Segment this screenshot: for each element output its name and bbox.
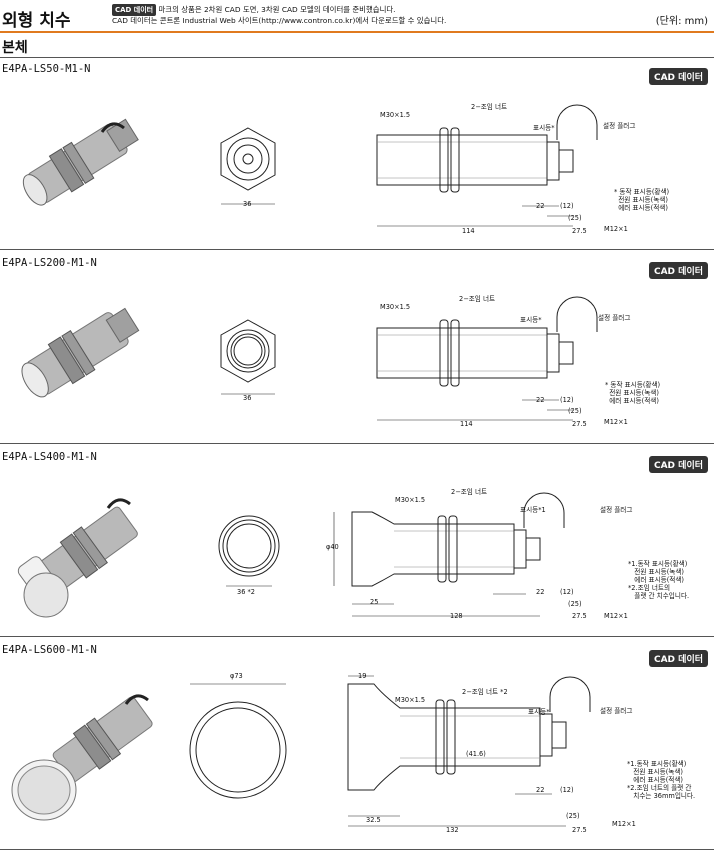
indicator-label: 표시등*: [520, 316, 542, 324]
plug-label: 설정 플러그: [600, 707, 633, 715]
cad-data-button[interactable]: CAD 데이터: [648, 68, 708, 85]
dim-thread: M30×1.5: [380, 111, 411, 119]
dim-dia: φ73: [230, 672, 243, 680]
notes: * 동작 표시등(황색) 전원 표시등(녹색) 에러 표시등(적색): [605, 381, 661, 405]
notes: * 동작 표시등(황색) 전원 표시등(녹색) 에러 표시등(적색): [614, 188, 670, 212]
dim-32-5: 32.5: [366, 816, 381, 824]
plug-label: 설정 플러그: [598, 314, 631, 322]
dim-m12: M12×1: [612, 820, 636, 828]
cad-notice: CAD 데이터 마크의 상품은 2차원 CAD 도면, 3차원 CAD 모델의 …: [112, 4, 446, 26]
model-name: E4PA-LS200-M1-N: [2, 257, 97, 269]
dim-hex: 36: [243, 200, 252, 208]
dim-dia: φ40: [326, 543, 339, 551]
model-name: E4PA-LS600-M1-N: [2, 644, 97, 656]
section-rule: [0, 57, 714, 58]
product-photo: [11, 694, 153, 821]
dim-hex: 36: [243, 394, 252, 402]
side-view-drawing: [376, 104, 598, 227]
dim-thread: M30×1.5: [380, 303, 411, 311]
product-divider: [0, 636, 714, 637]
side-view-drawing: [333, 492, 565, 617]
dim-27-5: 27.5: [572, 826, 587, 834]
cad-tag: CAD 데이터: [112, 4, 157, 16]
bottom-rule: [0, 849, 714, 850]
notice-line-2: CAD 데이터는 콘트론 Industrial Web 사이트(http://w…: [112, 16, 447, 25]
dim-m12: M12×1: [604, 225, 628, 233]
section-title: 본체: [2, 40, 28, 56]
dim-12: (12): [560, 202, 574, 210]
page-title: 외형 치수: [2, 11, 71, 31]
model-name: E4PA-LS50-M1-N: [2, 63, 91, 75]
product-divider: [0, 443, 714, 444]
dim-m12: M12×1: [604, 418, 628, 426]
dim-25: (25): [568, 407, 582, 415]
model-name: E4PA-LS400-M1-N: [2, 451, 97, 463]
notice-line-1: 마크의 상품은 2차원 CAD 도면, 3차원 CAD 모델의 데이터를 준비했…: [158, 5, 396, 14]
dim-hex: 36 *2: [237, 588, 255, 596]
dim-27-5: 27.5: [572, 420, 587, 428]
unit-label: (단위: mm): [655, 16, 708, 27]
product-photo: [17, 498, 138, 618]
end-view-drawing: [220, 319, 276, 395]
side-view-drawing: [347, 675, 591, 827]
cad-data-button[interactable]: CAD 데이터: [648, 456, 708, 473]
indicator-label: 표시등*1: [520, 506, 546, 514]
plug-label: 설정 플러그: [600, 506, 633, 514]
indicator-label: 표시등*: [533, 124, 555, 132]
end-view-drawing: [218, 515, 280, 587]
dim-thread: M30×1.5: [395, 696, 426, 704]
dim-27-5: 27.5: [572, 612, 587, 620]
notes: *1.동작 표시등(황색) 전원 표시등(녹색) 에러 표시등(적색) *2.조…: [627, 760, 696, 800]
cad-data-button[interactable]: CAD 데이터: [648, 650, 708, 667]
dim-total: 114: [460, 420, 473, 428]
dim-41-6: (41.6): [466, 750, 486, 758]
product-divider: [0, 249, 714, 250]
dim-22: 22: [536, 202, 545, 210]
side-view-drawing: [376, 296, 598, 421]
end-view-drawing: [189, 683, 287, 799]
dim-25: (25): [568, 600, 582, 608]
dim-12: (12): [560, 786, 574, 794]
indicator-label: 표시등*: [528, 708, 550, 716]
dim-total: 128: [450, 612, 463, 620]
dim-12: (12): [560, 396, 574, 404]
dim-25: (25): [568, 214, 582, 222]
dim-25a: 25: [370, 598, 379, 606]
dim-total: 132: [446, 826, 459, 834]
dim-22: 22: [536, 588, 545, 596]
dim-25: (25): [566, 812, 580, 820]
page-header: 외형 치수 CAD 데이터 마크의 상품은 2차원 CAD 도면, 3차원 CA…: [0, 0, 714, 32]
dim-nut: 2−조임 너트 *2: [462, 688, 508, 696]
dim-22: 22: [536, 786, 545, 794]
dim-thread: M30×1.5: [395, 496, 426, 504]
notes: *1.동작 표시등(황색) 전원 표시등(녹색) 에러 표시등(적색) *2.조…: [628, 560, 690, 600]
dim-nut: 2−조임 너트: [459, 295, 496, 303]
plug-label: 설정 플러그: [603, 122, 636, 130]
dim-nut: 2−조임 너트: [471, 103, 508, 111]
product-photo: [22, 118, 139, 206]
product-photo: [21, 307, 140, 398]
dim-12: (12): [560, 588, 574, 596]
header-rule: [0, 31, 714, 33]
dim-m12: M12×1: [604, 612, 628, 620]
dim-nut: 2−조임 너트: [451, 488, 488, 496]
end-view-drawing: [220, 127, 276, 205]
dim-27-5: 27.5: [572, 227, 587, 235]
dim-19: 19: [358, 672, 367, 680]
cad-data-button[interactable]: CAD 데이터: [648, 262, 708, 279]
dim-total: 114: [462, 227, 475, 235]
dim-22: 22: [536, 396, 545, 404]
